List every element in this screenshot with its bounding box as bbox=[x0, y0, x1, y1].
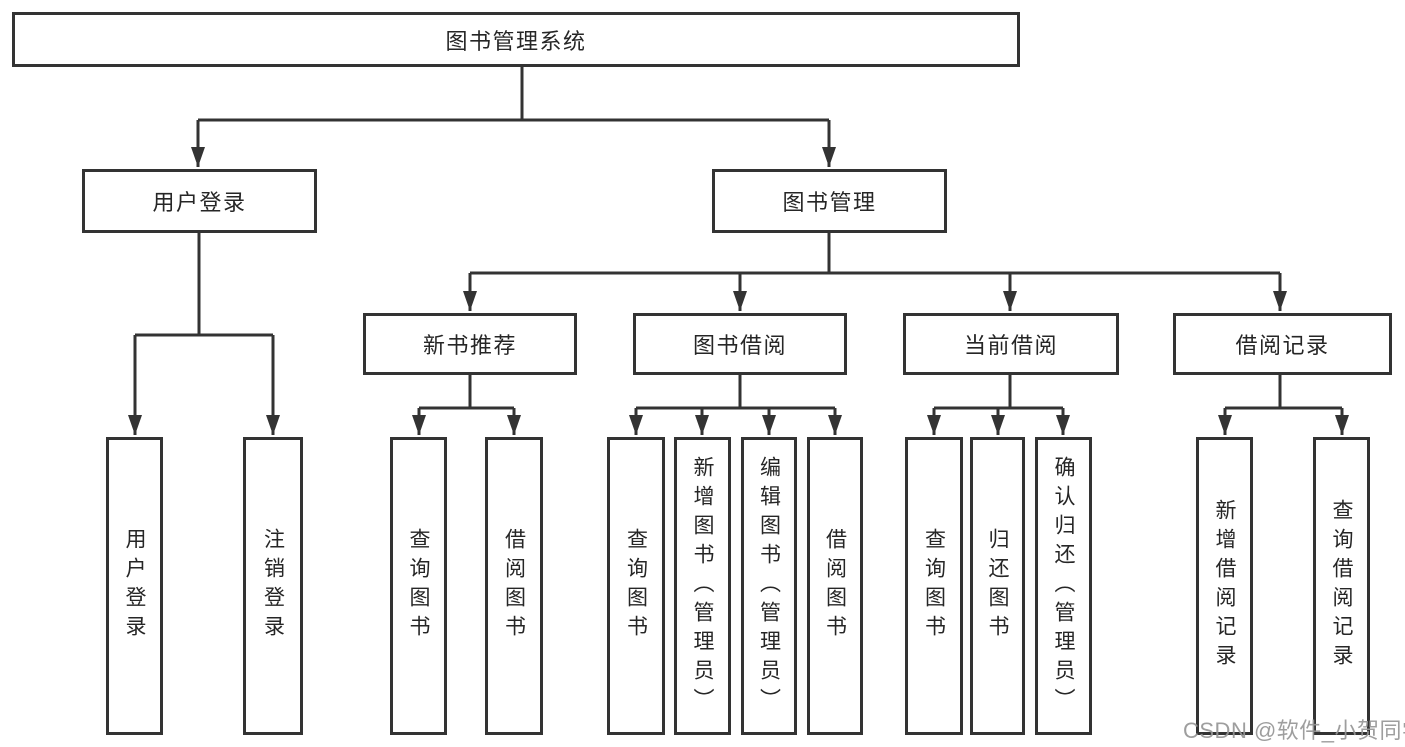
node-label: 当前借阅 bbox=[963, 333, 1058, 358]
node-library-management-system: 图书管理系统 bbox=[12, 12, 1020, 67]
leaf-label: 用户登录 bbox=[123, 528, 146, 644]
leaf-label: 新增图书（管理员） bbox=[691, 455, 714, 717]
leaf-logout: 注销登录 bbox=[243, 437, 303, 735]
leaf-current-return-books: 归还图书 bbox=[970, 437, 1025, 735]
node-label: 图书管理 bbox=[782, 190, 877, 215]
leaf-borrowing-borrow-books: 借阅图书 bbox=[807, 437, 863, 735]
leaf-label: 查询图书 bbox=[407, 528, 430, 644]
node-borrowing-records: 借阅记录 bbox=[1173, 313, 1392, 375]
leaf-label: 新增借阅记录 bbox=[1213, 499, 1236, 673]
leaf-user-login: 用户登录 bbox=[106, 437, 163, 735]
node-label: 用户登录 bbox=[152, 190, 247, 215]
node-user-login-branch: 用户登录 bbox=[82, 169, 317, 233]
node-label: 图书管理系统 bbox=[445, 28, 587, 54]
leaf-borrowing-query-books: 查询图书 bbox=[607, 437, 665, 735]
leaf-recommend-borrow-books: 借阅图书 bbox=[485, 437, 543, 735]
leaf-label: 查询借阅记录 bbox=[1330, 499, 1353, 673]
leaf-borrowing-add-books-admin: 新增图书（管理员） bbox=[674, 437, 731, 735]
leaf-label: 查询图书 bbox=[922, 528, 946, 644]
leaf-current-query-books: 查询图书 bbox=[905, 437, 963, 735]
node-label: 新书推荐 bbox=[422, 333, 517, 358]
leaf-label: 查询图书 bbox=[624, 528, 648, 644]
node-book-management-branch: 图书管理 bbox=[712, 169, 947, 233]
node-label: 图书借阅 bbox=[692, 333, 787, 358]
node-book-borrowing: 图书借阅 bbox=[633, 313, 847, 375]
leaf-label: 注销登录 bbox=[261, 528, 285, 644]
leaf-recommend-query-books: 查询图书 bbox=[390, 437, 447, 735]
node-current-borrowing: 当前借阅 bbox=[903, 313, 1119, 375]
node-new-book-recommend: 新书推荐 bbox=[363, 313, 577, 375]
node-label: 借阅记录 bbox=[1235, 333, 1330, 358]
leaf-label: 借阅图书 bbox=[502, 528, 526, 644]
leaf-label: 借阅图书 bbox=[823, 528, 847, 644]
leaf-current-confirm-return-admin: 确认归还（管理员） bbox=[1035, 437, 1092, 735]
leaf-label: 编辑图书（管理员） bbox=[757, 455, 781, 717]
leaf-records-add-borrow-record: 新增借阅记录 bbox=[1196, 437, 1253, 735]
leaf-label: 归还图书 bbox=[986, 528, 1009, 644]
csdn-watermark: CSDN @软件_小贺同学 bbox=[1183, 718, 1405, 743]
leaf-records-query-borrow-record: 查询借阅记录 bbox=[1313, 437, 1370, 735]
leaf-label: 确认归还（管理员） bbox=[1052, 455, 1075, 717]
leaf-borrowing-edit-books-admin: 编辑图书（管理员） bbox=[741, 437, 797, 735]
